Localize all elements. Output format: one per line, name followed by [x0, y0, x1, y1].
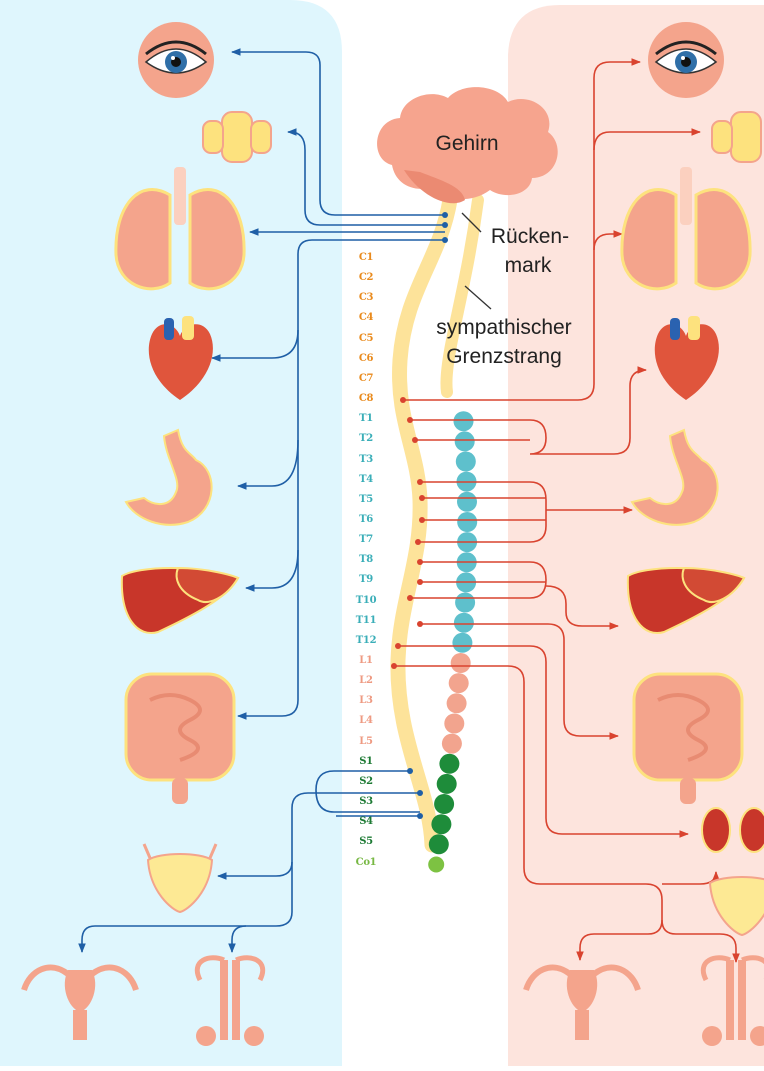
- ganglion-s1: [439, 754, 459, 774]
- ganglion-co1: [428, 857, 444, 873]
- segment-label-c7: C7: [346, 373, 386, 384]
- eye-icon: [648, 22, 724, 98]
- segment-label-c6: C6: [346, 353, 386, 364]
- segment-label-l3: L3: [346, 695, 386, 706]
- ganglion-l2: [449, 673, 469, 693]
- segment-label-c1: C1: [346, 252, 386, 263]
- segment-label-c5: C5: [346, 333, 386, 344]
- segment-label-t8: T8: [346, 554, 386, 565]
- segment-label-t7: T7: [346, 534, 386, 545]
- eye-icon: [138, 22, 214, 98]
- segment-label-l5: L5: [346, 736, 386, 747]
- ganglion-l1: [451, 653, 471, 673]
- segment-label-s2: S2: [346, 776, 386, 787]
- sympathetic-trunk-leader: [465, 286, 491, 309]
- segment-label-s4: S4: [346, 816, 386, 827]
- segment-label-c8: C8: [346, 393, 386, 404]
- segment-label-co1: Co1: [346, 857, 386, 868]
- ganglion-t6: [457, 512, 477, 532]
- segment-label-c2: C2: [346, 272, 386, 283]
- segment-label-s3: S3: [346, 796, 386, 807]
- ganglion-s3: [434, 794, 454, 814]
- ganglion-t2: [455, 431, 475, 451]
- ganglion-t10: [455, 593, 475, 613]
- sympathetic-trunk-label-1: sympathischer: [436, 316, 571, 339]
- ganglion-t12: [452, 633, 472, 653]
- ganglion-l3: [447, 693, 467, 713]
- segment-label-s5: S5: [346, 836, 386, 847]
- segment-label-t4: T4: [346, 474, 386, 485]
- ganglion-s2: [437, 774, 457, 794]
- segment-label-t2: T2: [346, 433, 386, 444]
- segment-label-l2: L2: [346, 675, 386, 686]
- ganglion-t1: [454, 411, 474, 431]
- ganglion-s4: [431, 814, 451, 834]
- segment-label-t6: T6: [346, 514, 386, 525]
- segment-label-t11: T11: [346, 615, 386, 626]
- sympathetic-trunk-label-2: Grenzstrang: [446, 345, 562, 368]
- spinal-cord-label-1: Rücken-: [491, 225, 569, 248]
- segment-label-t3: T3: [346, 454, 386, 465]
- segment-label-t12: T12: [346, 635, 386, 646]
- segment-label-l4: L4: [346, 715, 386, 726]
- ganglion-l5: [442, 734, 462, 754]
- brain-label: Gehirn: [435, 132, 498, 155]
- segment-label-t9: T9: [346, 574, 386, 585]
- segment-label-t1: T1: [346, 413, 386, 424]
- segment-label-l1: L1: [346, 655, 386, 666]
- segment-label-t10: T10: [346, 595, 386, 606]
- ganglion-s5: [429, 834, 449, 854]
- segment-label-c3: C3: [346, 292, 386, 303]
- segment-label-t5: T5: [346, 494, 386, 505]
- ganglion-t3: [456, 452, 476, 472]
- spinal-cord-label-2: mark: [505, 254, 552, 277]
- spinal-cord: [398, 200, 450, 845]
- ganglion-t5: [457, 492, 477, 512]
- segment-label-s1: S1: [346, 756, 386, 767]
- ganglion-t11: [454, 613, 474, 633]
- segment-label-c4: C4: [346, 312, 386, 323]
- sympathetic-trunk-ganglia: [428, 411, 477, 872]
- ganglion-l4: [444, 714, 464, 734]
